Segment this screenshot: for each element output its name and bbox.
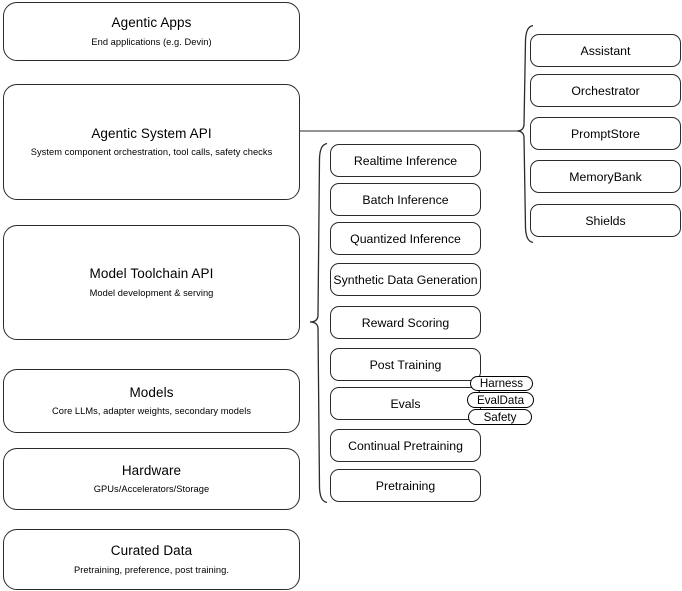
stack-layer-title: Models <box>129 384 174 400</box>
toolchain-item-batch-inference[interactable]: Batch Inference <box>330 183 481 216</box>
eval-subcomponent-safety[interactable]: Safety <box>468 409 532 425</box>
stack-layer-agentic-system-api[interactable]: Agentic System API System component orch… <box>3 84 300 200</box>
stack-layer-title: Hardware <box>121 462 182 478</box>
system-component-memorybank[interactable]: MemoryBank <box>530 160 681 193</box>
eval-subcomponent-harness[interactable]: Harness <box>470 376 533 391</box>
toolchain-item-post-training[interactable]: Post Training <box>330 348 481 381</box>
stack-layer-title: Model Toolchain API <box>89 266 214 282</box>
toolchain-item-quantized-inference[interactable]: Quantized Inference <box>330 222 481 255</box>
stack-layer-subtitle: End applications (e.g. Devin) <box>91 36 212 47</box>
stack-layer-subtitle: Model development & serving <box>89 287 214 298</box>
system-component-assistant[interactable]: Assistant <box>530 34 681 67</box>
stack-layer-subtitle: Core LLMs, adapter weights, secondary mo… <box>51 406 252 417</box>
toolchain-item-synthetic-data-generation[interactable]: Synthetic Data Generation <box>330 263 481 296</box>
system-component-orchestrator[interactable]: Orchestrator <box>530 74 681 107</box>
stack-layer-title: Curated Data <box>110 543 193 559</box>
toolchain-item-evals[interactable]: Evals <box>330 387 481 420</box>
stack-layer-models[interactable]: Models Core LLMs, adapter weights, secon… <box>3 369 300 433</box>
system-component-promptstore[interactable]: PromptStore <box>530 117 681 150</box>
toolchain-item-continual-pretraining[interactable]: Continual Pretraining <box>330 429 481 462</box>
toolchain-item-reward-scoring[interactable]: Reward Scoring <box>330 306 481 339</box>
stack-layer-subtitle: GPUs/Accelerators/Storage <box>93 484 210 495</box>
toolchain-components-brace <box>309 142 328 504</box>
stack-layer-title: Agentic System API <box>91 125 212 141</box>
stack-layer-curated-data[interactable]: Curated Data Pretraining, preference, po… <box>3 529 300 590</box>
stack-layer-model-toolchain-api[interactable]: Model Toolchain API Model development & … <box>3 225 300 340</box>
toolchain-item-realtime-inference[interactable]: Realtime Inference <box>330 144 481 177</box>
system-component-shields[interactable]: Shields <box>530 204 681 237</box>
eval-subcomponent-evaldata[interactable]: EvalData <box>467 392 534 408</box>
stack-layer-subtitle: Pretraining, preference, post training. <box>74 564 229 575</box>
stack-layer-agentic-apps[interactable]: Agentic Apps End applications (e.g. Devi… <box>3 2 300 61</box>
stack-layer-hardware[interactable]: Hardware GPUs/Accelerators/Storage <box>3 448 300 510</box>
stack-layer-title: Agentic Apps <box>111 15 192 31</box>
toolchain-item-pretraining[interactable]: Pretraining <box>330 469 481 502</box>
stack-layer-subtitle: System component orchestration, tool cal… <box>30 147 273 158</box>
